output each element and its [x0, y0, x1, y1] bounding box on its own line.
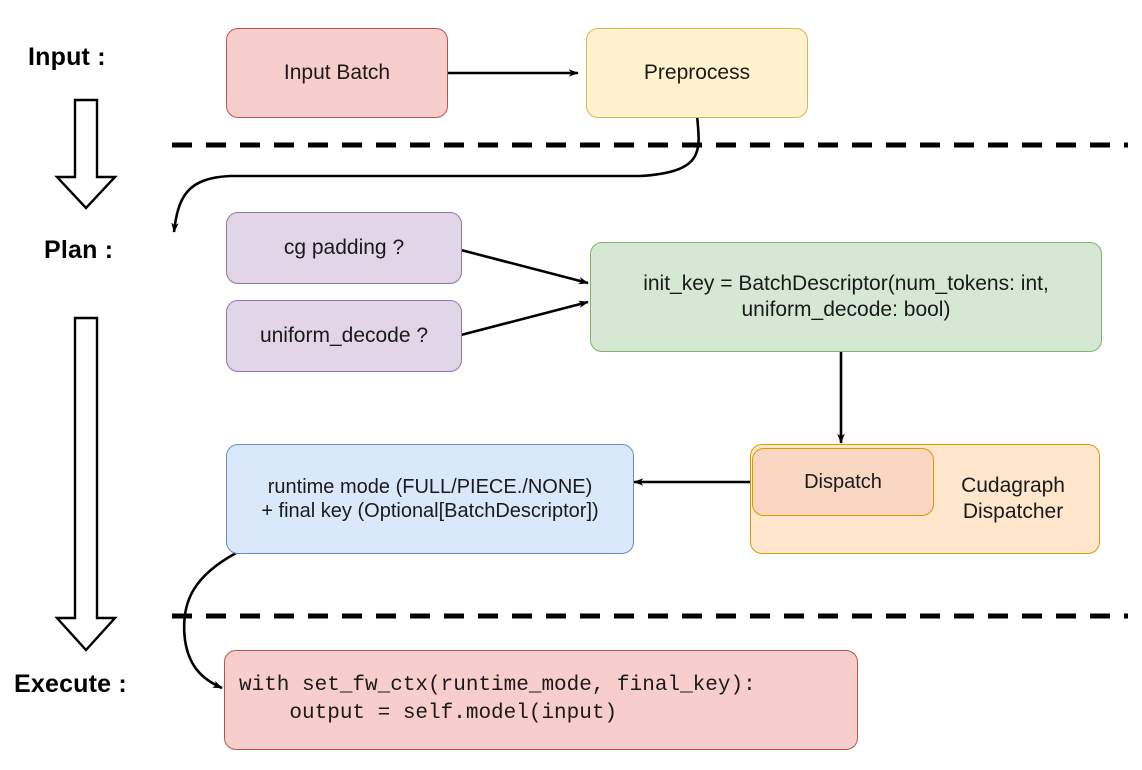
node-uniform-decode[interactable]: uniform_decode ? [226, 300, 462, 372]
edge-cg-padding-to-init-key [460, 248, 589, 285]
node-cg-padding[interactable]: cg padding ? [226, 212, 462, 284]
phase-label-plan: Plan : [44, 236, 114, 264]
node-init-key[interactable]: init_key = BatchDescriptor(num_tokens: i… [590, 242, 1102, 352]
input-to-plan-arrow [54, 98, 118, 210]
plan-to-execute-arrow [54, 316, 118, 652]
node-input-batch[interactable]: Input Batch [226, 28, 448, 118]
node-dispatch[interactable]: Dispatch [752, 448, 934, 516]
phase-label-input: Input : [28, 43, 106, 71]
node-execute-code[interactable]: with set_fw_ctx(runtime_mode, final_key)… [224, 650, 858, 750]
phase-label-execute: Execute : [14, 670, 127, 698]
node-runtime-mode[interactable]: runtime mode (FULL/PIECE./NONE) + final … [226, 444, 634, 554]
node-preprocess[interactable]: Preprocess [586, 28, 808, 118]
edge-uniform-decode-to-init-key [460, 300, 589, 337]
